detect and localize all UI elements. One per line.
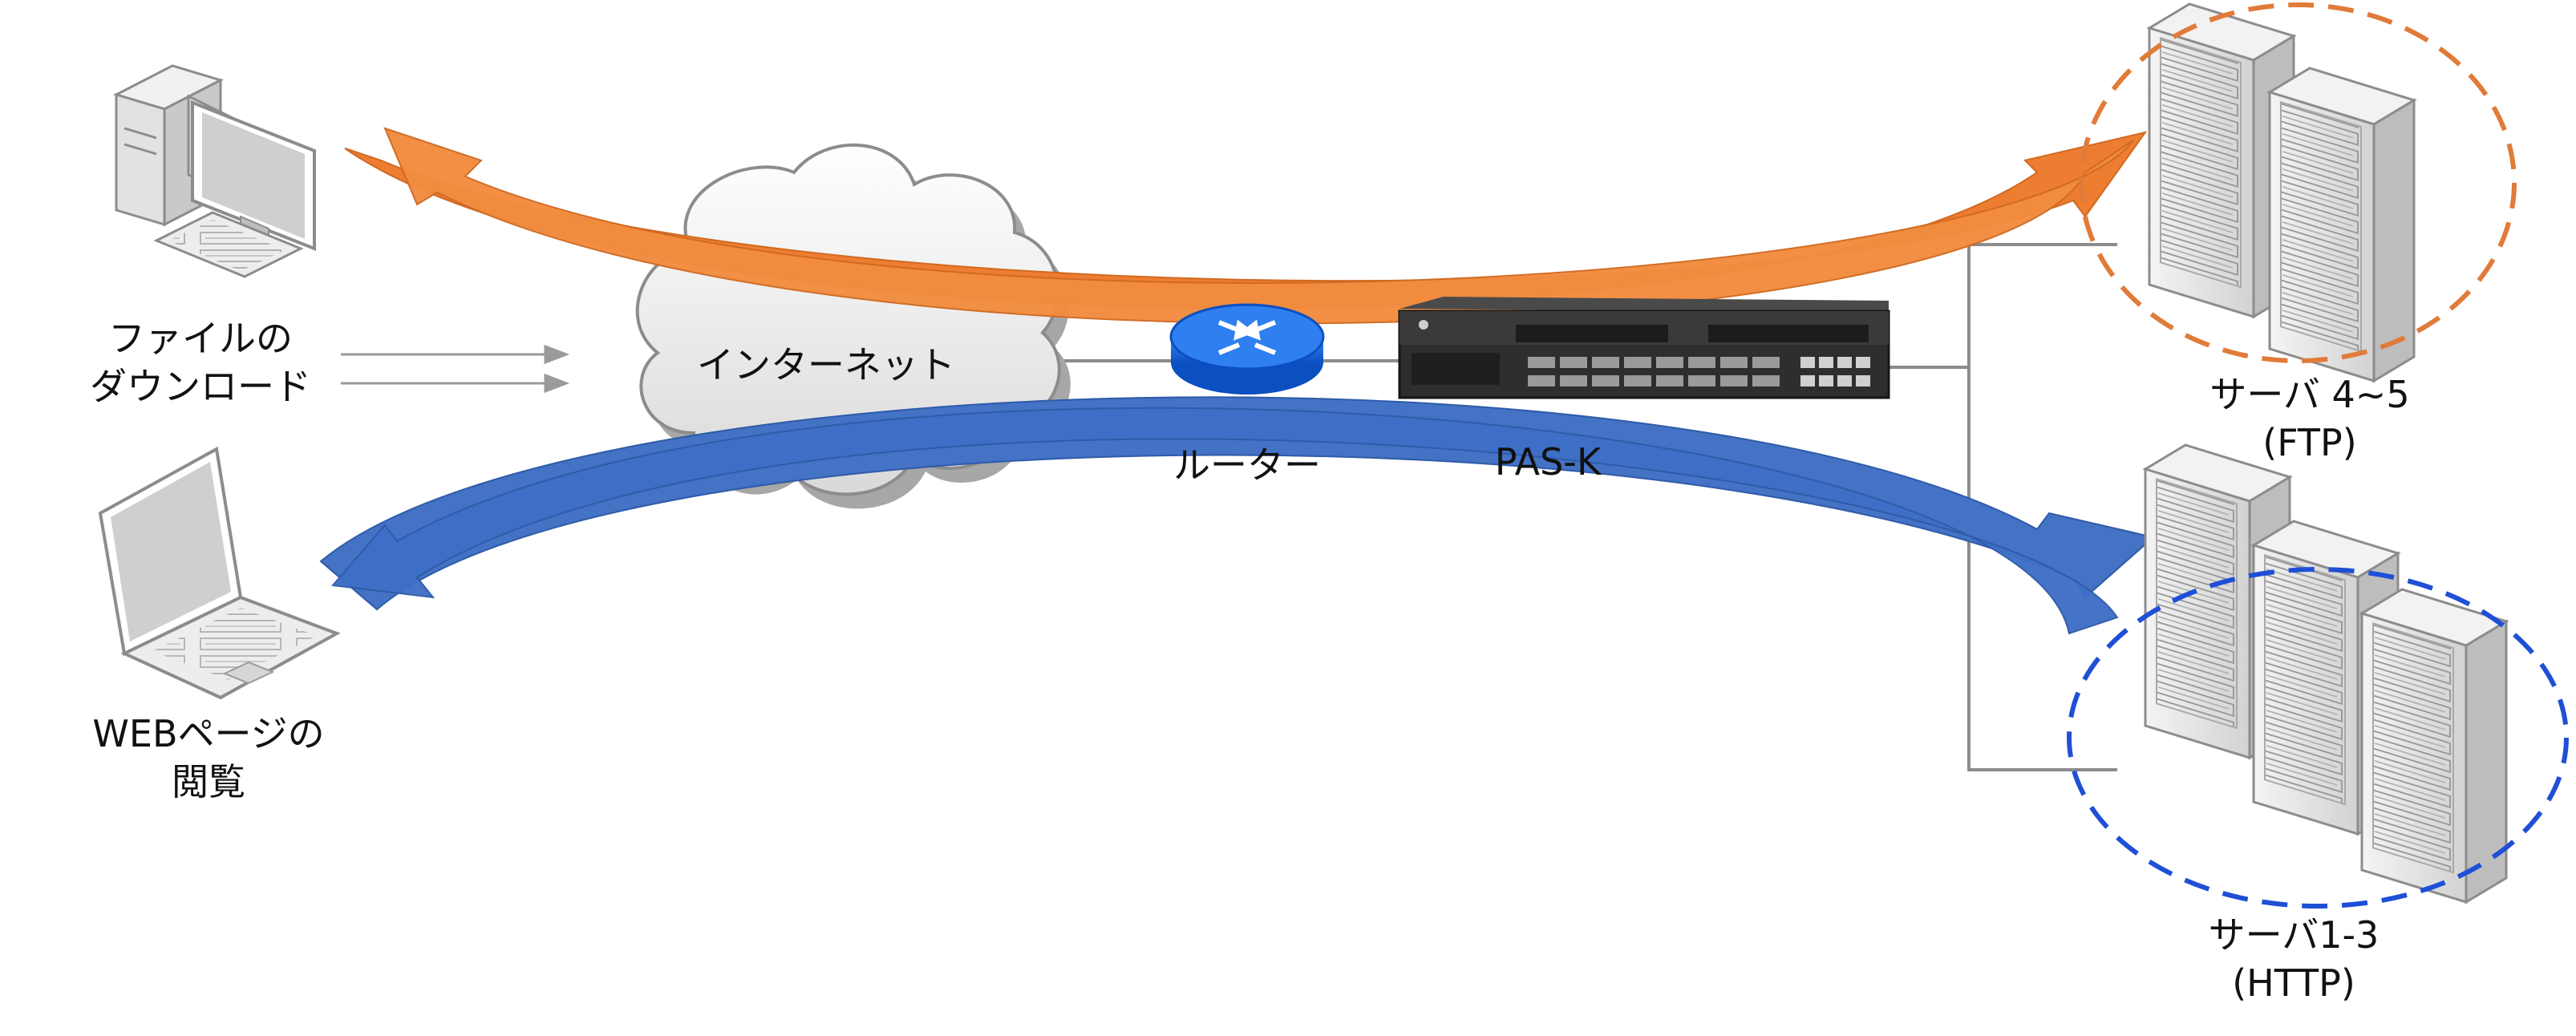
download-label-line2: ダウンロード bbox=[90, 365, 311, 408]
server-tower-icon bbox=[2268, 67, 2416, 382]
pas-k-appliance-icon bbox=[1398, 297, 1890, 399]
web-label-line1: WEBページの bbox=[92, 712, 325, 755]
web-label-line2: 閲覧 bbox=[172, 760, 245, 803]
http-traffic-arrows bbox=[319, 396, 2156, 635]
ftp-label-line2: (FTP) bbox=[2262, 421, 2357, 464]
http-label-line1: サーバ1-3 bbox=[2208, 913, 2380, 957]
http-servers-label: サーバ1-3 (HTTP) bbox=[2149, 911, 2438, 1007]
download-direction-arrows bbox=[341, 344, 570, 394]
ftp-label-line1: サーバ 4~5 bbox=[2209, 373, 2410, 416]
router-label: ルーター bbox=[1173, 443, 1321, 487]
server-tower-icon bbox=[2360, 588, 2508, 904]
download-label: ファイルの ダウンロード bbox=[56, 314, 345, 411]
http-group-outline bbox=[2067, 567, 2569, 909]
desktop-computer-icon bbox=[113, 64, 316, 278]
web-browsing-label: WEBページの 閲覧 bbox=[64, 710, 353, 806]
ftp-upload-arrow bbox=[344, 131, 2148, 310]
ftp-traffic-arrows bbox=[344, 127, 2148, 325]
ftp-group-outline bbox=[2079, 2, 2517, 363]
http-response-arrow bbox=[331, 407, 2119, 635]
ftp-server-group bbox=[2079, 2, 2517, 382]
download-label-line1: ファイルの bbox=[108, 317, 293, 360]
pas-k-label: PAS-K bbox=[1494, 440, 1602, 484]
http-server-group bbox=[2067, 443, 2569, 909]
http-label-line2: (HTTP) bbox=[2232, 961, 2355, 1005]
router-icon bbox=[1169, 303, 1325, 395]
internet-label: インターネット bbox=[697, 343, 955, 386]
laptop-icon bbox=[98, 446, 341, 700]
ftp-download-arrow bbox=[383, 127, 2134, 325]
ftp-servers-label: サーバ 4~5 (FTP) bbox=[2165, 370, 2454, 467]
